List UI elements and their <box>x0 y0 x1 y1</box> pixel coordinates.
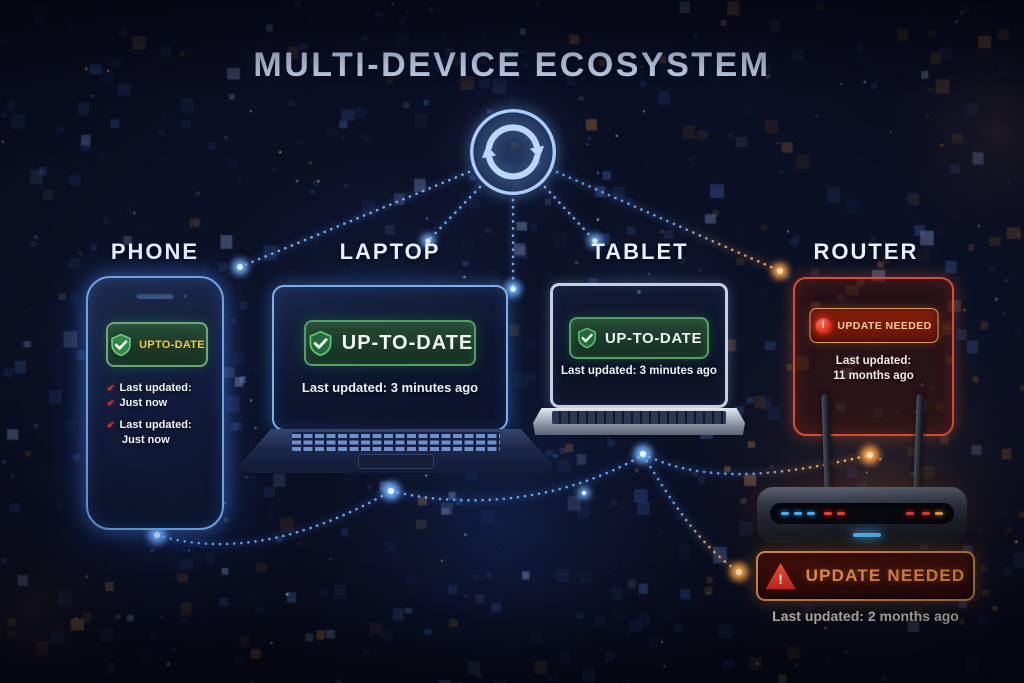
router-last-updated: Last updated: 11 months ago <box>795 354 952 384</box>
sync-refresh-icon <box>470 109 556 195</box>
router-front-light <box>853 533 881 537</box>
phone-update-list: ✔ Last updated: ✔ Just now ✔ Last update… <box>107 381 211 448</box>
alert-circle-icon: ! <box>815 317 832 334</box>
exclamation-glyph: ! <box>821 319 826 331</box>
tablet-device: UP-TO-DATE Last updated: 3 minutes ago <box>550 283 728 408</box>
warning-triangle-icon: ! <box>765 563 796 589</box>
router-alert-banner: ! UPDATE NEEDED <box>756 551 975 601</box>
router-status-panel: ! UPDATE NEEDED Last updated: 11 months … <box>793 277 954 436</box>
banner-status-text: UPDATE NEEDED <box>805 566 966 585</box>
laptop-status-text: UP-TO-DATE <box>341 331 474 354</box>
update-row: ✔ Last updated: <box>107 418 211 433</box>
laptop-keyboard-base <box>238 429 554 473</box>
tablet-camera <box>637 290 641 294</box>
laptop-last-updated: Last updated: 3 minutes ago <box>301 380 479 395</box>
shield-check-icon <box>309 330 332 356</box>
red-check-icon: ✔ <box>107 398 115 408</box>
tablet-status-badge: UP-TO-DATE <box>569 317 709 359</box>
laptop-trackpad <box>358 454 434 469</box>
banner-last-updated: Last updated: 2 months ago <box>772 608 959 624</box>
router-led-strip <box>770 503 954 524</box>
sync-hub <box>465 104 561 200</box>
red-check-icon: ✔ <box>107 420 115 430</box>
router-last-updated-line2: 11 months ago <box>833 370 914 382</box>
tablet-label: TABLET <box>591 239 689 264</box>
phone-status-badge: UPTO-DATE <box>106 322 208 367</box>
update-label: Last updated: <box>119 419 192 431</box>
led-blue <box>781 512 789 515</box>
led-red <box>922 512 930 515</box>
phone-label: PHONE <box>110 239 200 264</box>
update-row: ✔ Last updated: <box>107 381 211 396</box>
tablet-keyboard <box>552 411 726 424</box>
router-status-text: UPDATE NEEDED <box>837 319 932 332</box>
led-blue <box>794 512 802 515</box>
led-blue <box>807 512 815 515</box>
led-orange <box>935 512 943 515</box>
laptop-keyboard <box>291 432 501 451</box>
update-label: Last updated: <box>119 382 192 394</box>
page-title: MULTI-DEVICE ECOSYSTEM <box>253 46 771 84</box>
exclamation-glyph: ! <box>778 571 783 587</box>
update-row: Just now <box>107 433 211 448</box>
laptop-label: LAPTOP <box>339 239 441 264</box>
phone-speaker <box>136 293 174 299</box>
router-status-badge: ! UPDATE NEEDED <box>809 308 938 343</box>
phone-device: UPTO-DATE ✔ Last updated: ✔ Just now ✔ L… <box>86 276 224 530</box>
update-value: Just now <box>122 434 170 446</box>
led-red <box>824 512 832 515</box>
tablet-status-text: UP-TO-DATE <box>604 329 703 347</box>
router-device <box>757 487 967 543</box>
phone-status-text: UPTO-DATE <box>139 338 205 351</box>
shield-check-icon <box>577 327 596 349</box>
red-check-icon: ✔ <box>107 383 115 393</box>
led-red <box>837 512 845 515</box>
tablet-last-updated: Last updated: 3 minutes ago <box>561 365 717 377</box>
update-value: Just now <box>119 397 168 409</box>
tablet-keyboard-base <box>533 408 745 435</box>
laptop-status-badge: UP-TO-DATE <box>304 320 476 366</box>
laptop-device: UP-TO-DATE Last updated: 3 minutes ago <box>272 285 508 431</box>
router-label: ROUTER <box>813 239 919 264</box>
phone-camera <box>183 294 187 298</box>
led-red <box>906 512 914 515</box>
shield-check-icon <box>111 333 131 356</box>
update-row: ✔ Just now <box>107 396 211 411</box>
router-last-updated-line1: Last updated: <box>835 355 912 367</box>
